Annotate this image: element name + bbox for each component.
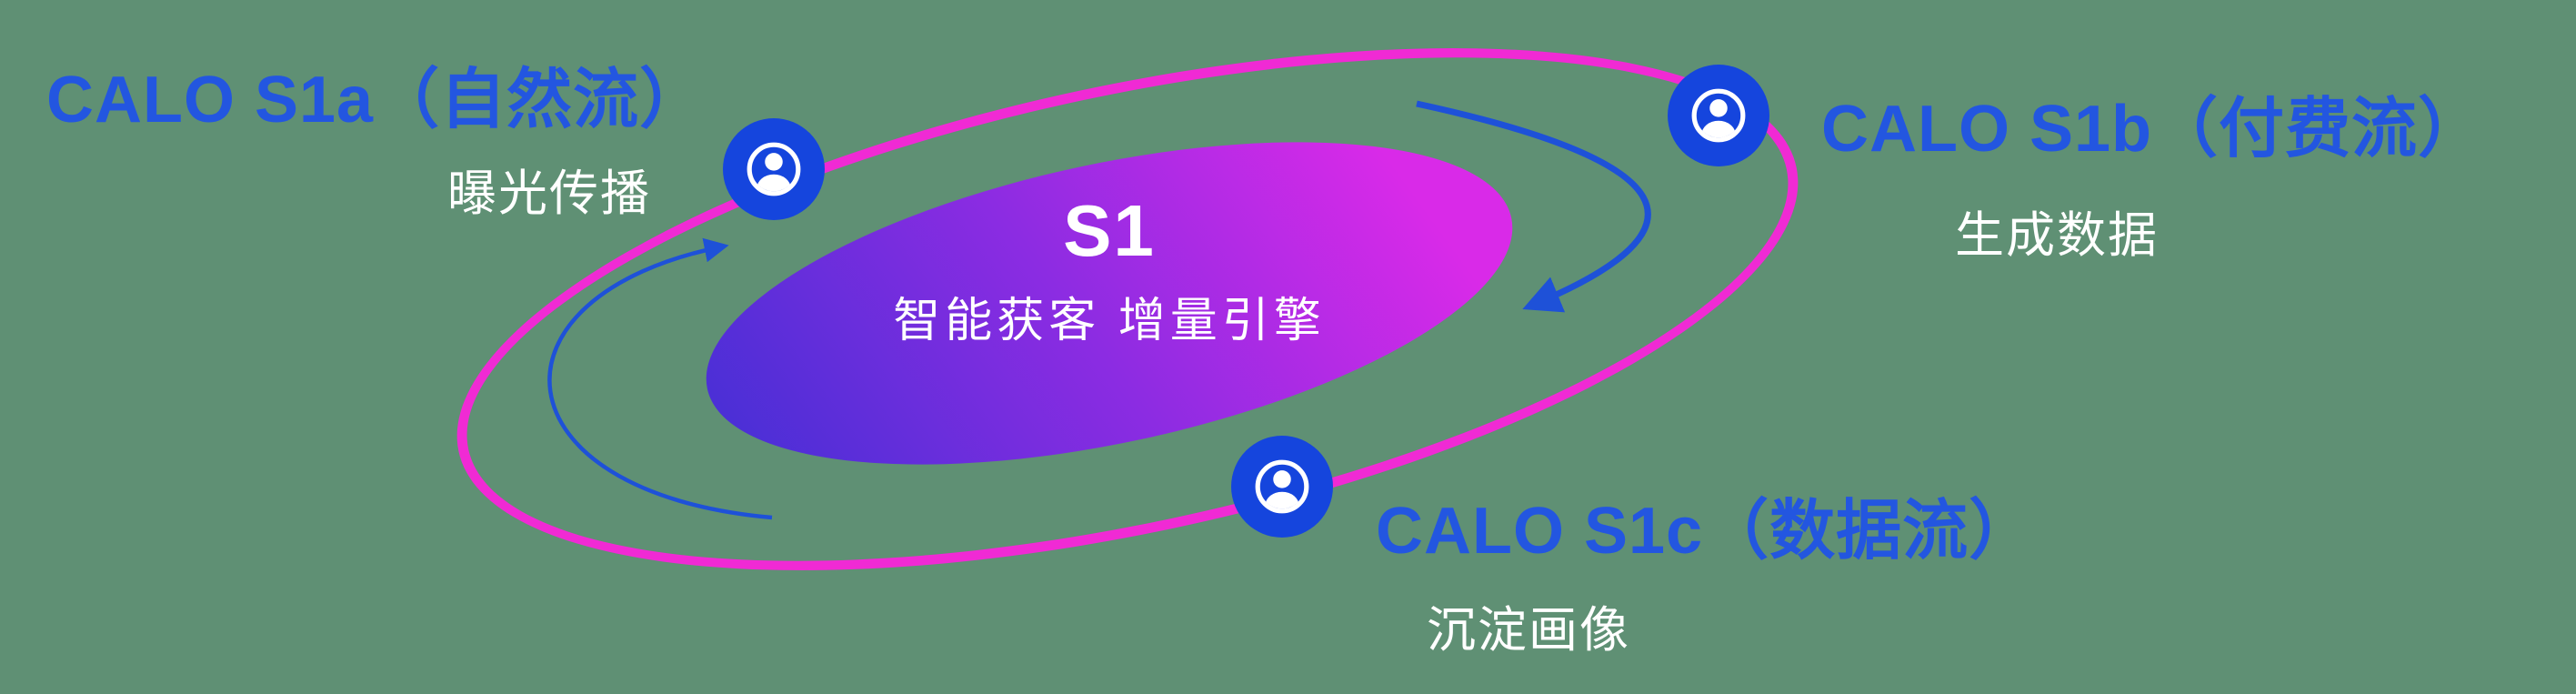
person-circle-icon [1691, 88, 1746, 143]
center-title: S1 [1063, 190, 1156, 271]
node-s1c [1231, 436, 1333, 538]
node-s1b [1668, 65, 1769, 166]
label-s1a: CALO S1a（自然流） [46, 64, 707, 136]
label-s1c: CALO S1c（数据流） [1376, 495, 2036, 568]
person-circle-icon [1255, 459, 1309, 514]
person-circle-icon [747, 142, 801, 196]
sublabel-s1a: 曝光传播 [447, 166, 651, 221]
center-subtitle: 智能获客 增量引擎 [893, 295, 1326, 347]
center-text-block: S1 智能获客 增量引擎 [837, 193, 1382, 350]
sublabel-s1c: 沉淀画像 [1427, 603, 1630, 658]
sublabel-s1b: 生成数据 [1955, 208, 2159, 263]
label-s1b: CALO S1b（付费流） [1821, 93, 2485, 166]
node-s1a [723, 118, 825, 220]
